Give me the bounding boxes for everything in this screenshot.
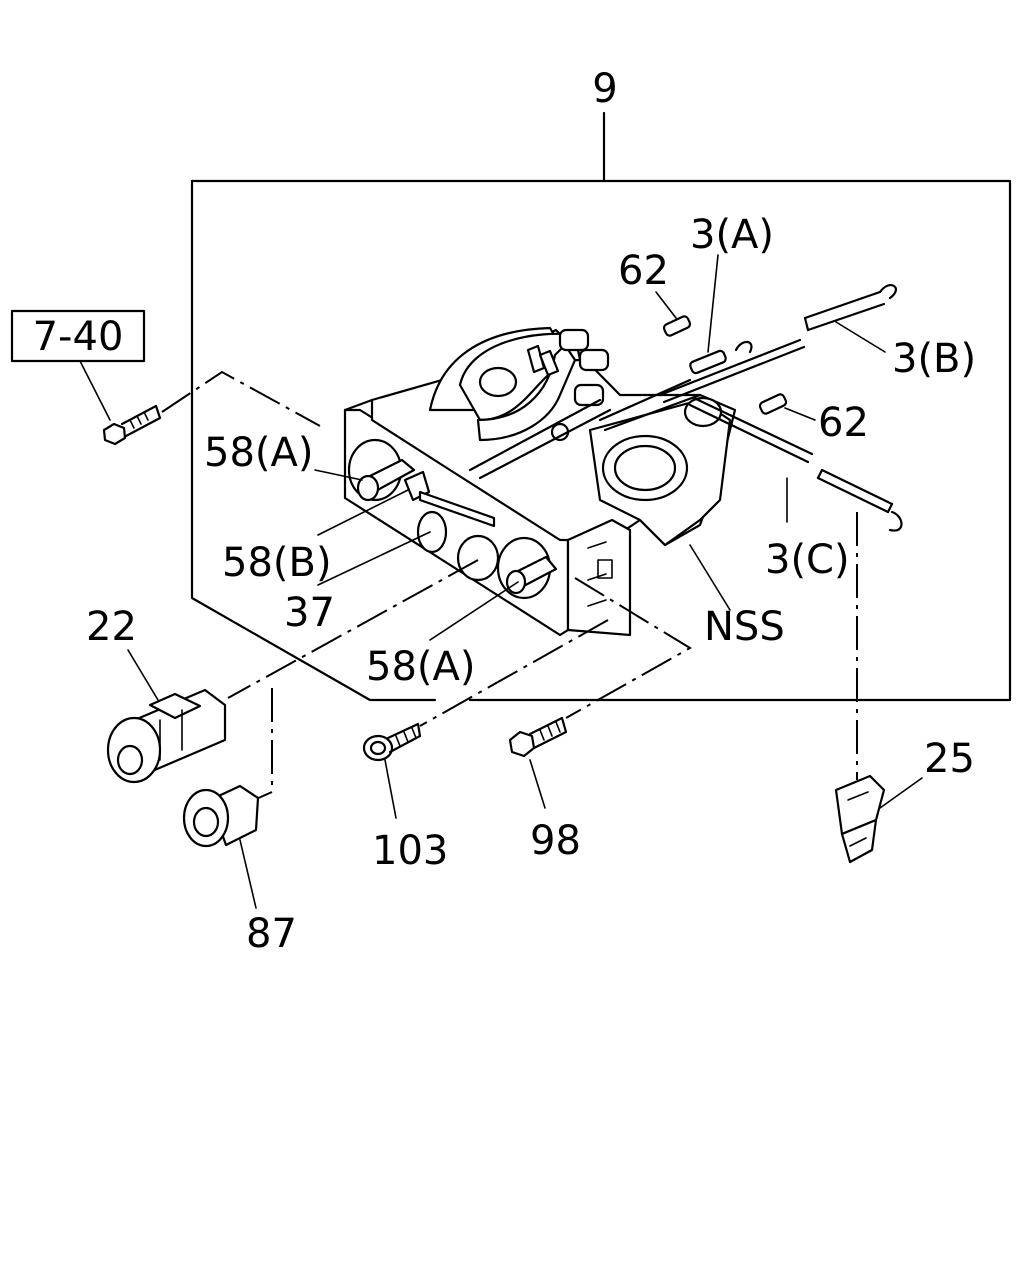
pin-62-lower: [758, 393, 788, 415]
ref-box: [10, 309, 146, 363]
label-3b: 3(B): [892, 336, 976, 382]
dash-switch: [227, 559, 479, 699]
dash-screw-103: [419, 619, 609, 727]
label-58a-lower: 58(A): [366, 644, 475, 690]
clip-25-icon: [834, 774, 886, 864]
pin-62-upper: [662, 315, 692, 337]
label-7-40: 7-40: [33, 314, 124, 360]
leader-25: [879, 777, 923, 809]
label-37: 37: [284, 590, 335, 636]
bulb-87-icon: [182, 784, 260, 848]
heater-control-unit: [343, 326, 737, 637]
leader-103: [384, 759, 397, 819]
leader-nss: [689, 544, 731, 611]
label-62-lower: 62: [818, 400, 869, 446]
label-nss: NSS: [704, 604, 785, 650]
leader-37: [317, 531, 431, 586]
cable-3a: [658, 338, 806, 404]
label-3a: 3(A): [690, 212, 774, 258]
label-58b: 58(B): [222, 540, 332, 586]
label-58a-upper: 58(A): [204, 430, 313, 476]
leader-58b: [317, 489, 409, 536]
screw-103-icon: [362, 722, 422, 762]
assembly-boundary-left: [190, 179, 437, 702]
assembly-boundary: [190, 179, 1012, 702]
label-87: 87: [246, 911, 297, 957]
label-98: 98: [530, 818, 581, 864]
leader-3a: [707, 254, 719, 353]
leader-22: [127, 649, 159, 701]
switch-22-icon: [106, 688, 227, 784]
label-25: 25: [924, 736, 975, 782]
cable-3c: [688, 396, 903, 532]
dash-bulb: [253, 688, 273, 801]
screw-98-icon: [508, 716, 568, 758]
leader-58a-lower: [429, 581, 519, 641]
leader-3b: [835, 321, 886, 353]
label-62-upper: 62: [618, 248, 669, 294]
cable-3b: [803, 284, 897, 332]
bolt-icon: [102, 404, 162, 446]
label-9: 9: [592, 66, 617, 112]
leader-98: [529, 759, 546, 809]
leader-87: [239, 839, 257, 909]
leader-7-40: [79, 360, 111, 421]
bolt-dash-line: [161, 370, 321, 427]
dash-screw-98: [565, 577, 692, 719]
leader-62-upper: [655, 291, 677, 319]
label-103: 103: [372, 828, 448, 874]
label-22: 22: [86, 604, 137, 650]
leader-58a-upper: [314, 469, 363, 481]
leader-62-lower: [784, 407, 816, 421]
label-3c: 3(C): [765, 537, 850, 583]
